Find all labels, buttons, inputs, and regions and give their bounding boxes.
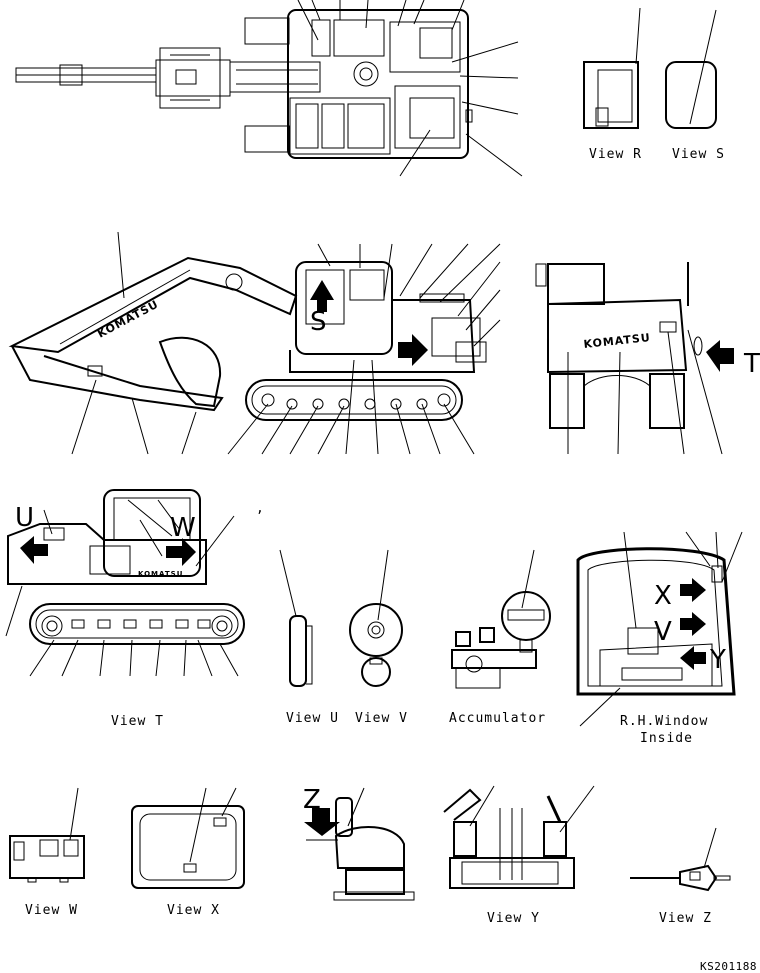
callout-x: X <box>654 581 672 611</box>
accumulator-drawing <box>451 549 551 689</box>
view-v-drawing <box>349 549 403 687</box>
callout-y: Y <box>709 645 726 675</box>
rear-brand-text: KOMATSU <box>583 331 651 351</box>
view-r-drawing <box>583 7 641 129</box>
view-t-drawing <box>5 489 245 677</box>
view-z-label: View Z <box>659 911 712 926</box>
rear-view-excavator <box>535 262 734 455</box>
rh-window-label-line2: Inside <box>640 731 693 746</box>
rh-window-inside-drawing <box>576 531 743 727</box>
view-x-drawing <box>131 787 245 889</box>
view-z-drawing <box>630 827 731 892</box>
callout-s: S <box>310 307 327 337</box>
accumulator-label: Accumulator <box>449 711 546 726</box>
callout-w: W <box>170 513 196 543</box>
view-u-label: View U <box>286 711 339 726</box>
view-t-label: View T <box>111 714 164 729</box>
drawing-number: KS201188 <box>700 960 757 973</box>
view-s-drawing <box>665 9 717 129</box>
top-plan-view <box>15 0 523 177</box>
view-u-drawing <box>279 549 313 687</box>
seat-drawing <box>304 787 415 901</box>
callout-u: U <box>15 503 34 533</box>
callout-t: T <box>743 349 760 379</box>
counterweight-brand-text: KOMATSU <box>138 570 183 578</box>
view-x-label: View X <box>167 903 220 918</box>
rh-window-label-line1: R.H.Window <box>620 714 708 729</box>
view-y-label: View Y <box>487 911 540 926</box>
view-r-label: View R <box>589 147 642 162</box>
boom-brand-text: KOMATSU <box>95 298 161 341</box>
view-y-drawing <box>443 785 595 889</box>
stray-comma: , <box>256 501 265 516</box>
view-s-label: View S <box>672 147 725 162</box>
callout-z: Z <box>303 785 321 815</box>
view-v-label: View V <box>355 711 408 726</box>
side-view-excavator <box>8 231 501 455</box>
callout-v: V <box>654 617 672 647</box>
view-w-label: View W <box>25 903 78 918</box>
view-w-drawing <box>9 787 85 883</box>
